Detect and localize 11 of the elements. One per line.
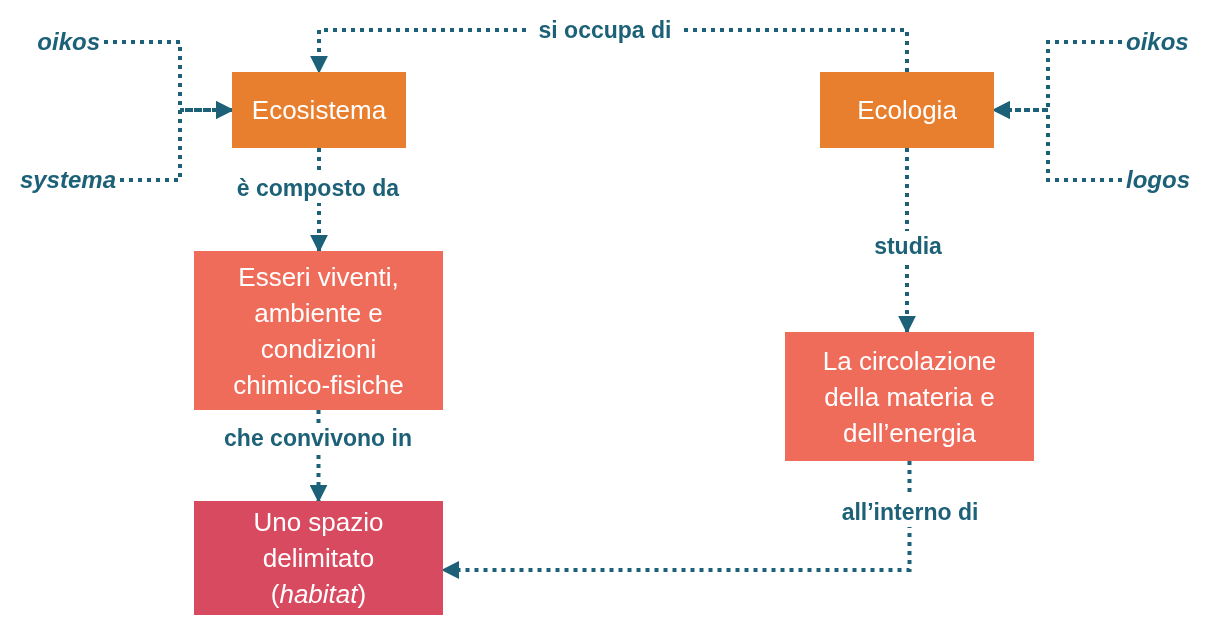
concept-box: Esseri viventi, ambiente e condizioni chimico-fisiche bbox=[194, 251, 443, 410]
term-label: oikos bbox=[20, 26, 100, 58]
concept-box: La circolazione della materia e dell’energia bbox=[785, 332, 1034, 461]
term-label: oikos bbox=[1126, 26, 1206, 58]
term-label: systema bbox=[6, 164, 116, 196]
dotted-arrow bbox=[898, 148, 916, 334]
concept-box: Uno spazio delimitato (habitat) bbox=[194, 501, 443, 615]
concept-box: Ecosistema bbox=[232, 72, 406, 148]
term-label: logos bbox=[1126, 164, 1206, 196]
dotted-arrow bbox=[120, 101, 234, 182]
concept-box: Ecologia bbox=[820, 72, 994, 148]
